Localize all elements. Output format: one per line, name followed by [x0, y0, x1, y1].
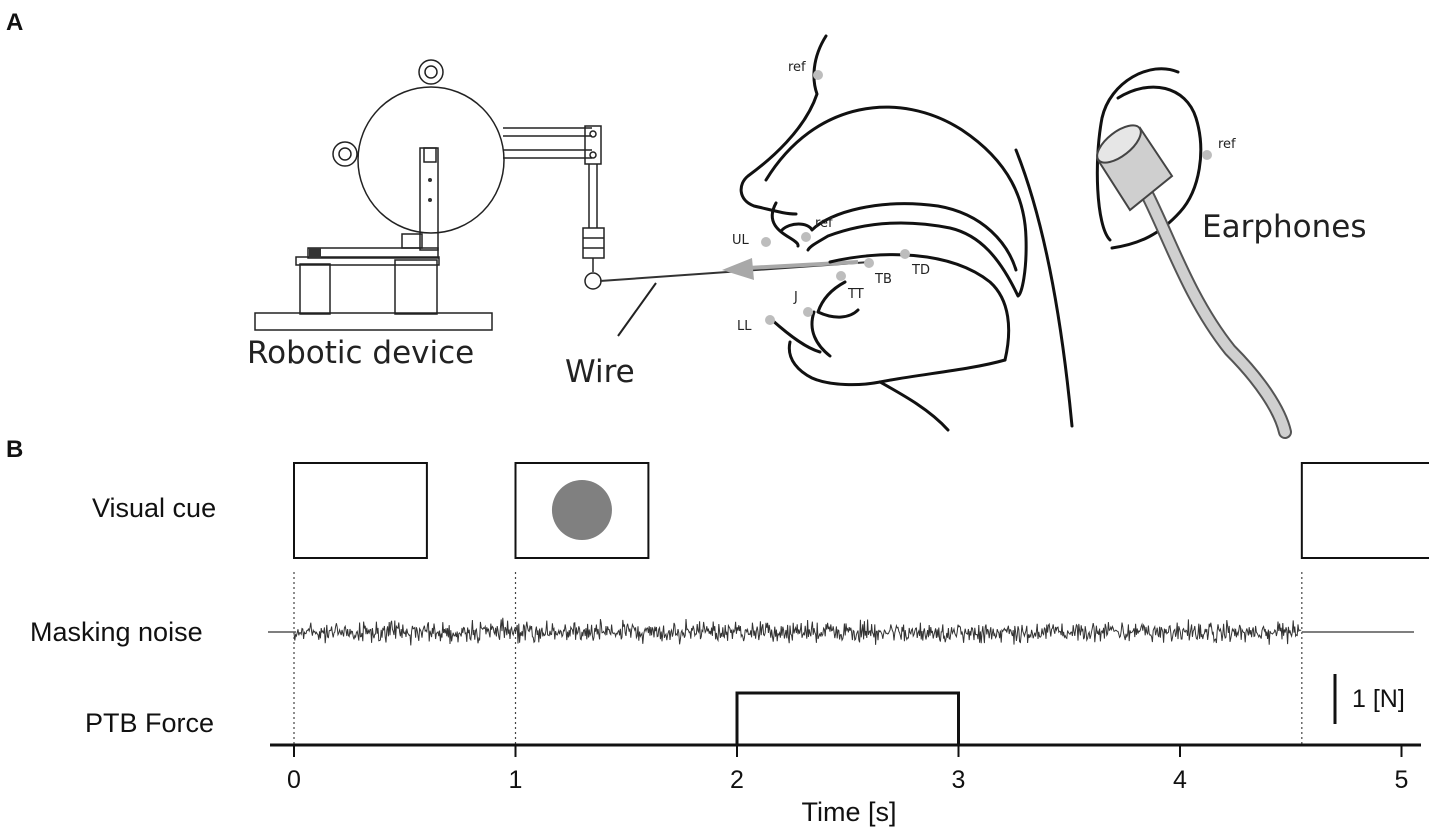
ptb-force-trace: [270, 691, 1421, 747]
marker-dot-ref-ear: [1202, 150, 1212, 160]
x-axis-ticks: 0 1 2 3 4 5: [287, 745, 1408, 794]
visual-cue-box-0: [293, 462, 428, 559]
x-tick-label-4: 4: [1173, 766, 1187, 794]
ptb-force-label: PTB Force: [85, 708, 214, 738]
head-profile-drawing: [739, 34, 1074, 432]
x-axis-title: Time [s]: [801, 797, 896, 827]
masking-noise-trace: [293, 617, 1302, 646]
marker-label-ref-nose: ref: [788, 60, 806, 75]
robotic-device-drawing: [254, 59, 605, 331]
marker-label-ref-ear: ref: [1218, 137, 1236, 152]
wire-label: Wire: [565, 354, 635, 390]
marker-label-td: TD: [911, 263, 930, 278]
marker-label-j: J: [793, 290, 798, 305]
event-marker-lines: [293, 572, 1303, 745]
marker-label-tb: TB: [874, 272, 892, 287]
perturbation-arrow-head: [722, 258, 754, 280]
x-tick-label-1: 1: [509, 766, 523, 794]
marker-dot-tt: [836, 271, 846, 281]
x-tick-label-3: 3: [952, 766, 966, 794]
masking-noise-label: Masking noise: [30, 617, 203, 647]
x-tick-label-0: 0: [287, 766, 301, 794]
marker-dot-td: [900, 249, 910, 259]
marker-label-ll: LL: [737, 319, 752, 334]
robotic-device-label: Robotic device: [247, 335, 474, 371]
marker-dot-tb: [864, 258, 874, 268]
perturbation-arrow-shaft: [747, 260, 859, 270]
visual-cue-dot: [551, 480, 612, 540]
wire-leader-line: [617, 282, 657, 337]
ear-drawing: [1095, 67, 1203, 250]
earphone-drawing: [1096, 124, 1292, 439]
marker-dot-ref-teeth: [801, 232, 811, 242]
visual-cue-label: Visual cue: [92, 493, 216, 523]
marker-dot-ref-nose: [813, 70, 823, 80]
visual-cue-boxes: [293, 462, 1429, 559]
marker-dot-ll: [765, 315, 775, 325]
force-scale-label: 1 [N]: [1352, 685, 1405, 713]
x-tick-label-5: 5: [1395, 766, 1409, 794]
x-tick-label-2: 2: [730, 766, 744, 794]
marker-label-ref-teeth: ref: [815, 216, 833, 231]
marker-dot-ul: [761, 237, 771, 247]
marker-label-tt: TT: [847, 287, 864, 302]
marker-dot-j: [803, 307, 813, 317]
panel-a-letter: A: [6, 9, 23, 36]
visual-cue-box-2: [1300, 462, 1429, 559]
panel-b-letter: B: [6, 436, 23, 463]
earphones-label: Earphones: [1202, 209, 1367, 245]
marker-label-ul: UL: [732, 233, 750, 248]
